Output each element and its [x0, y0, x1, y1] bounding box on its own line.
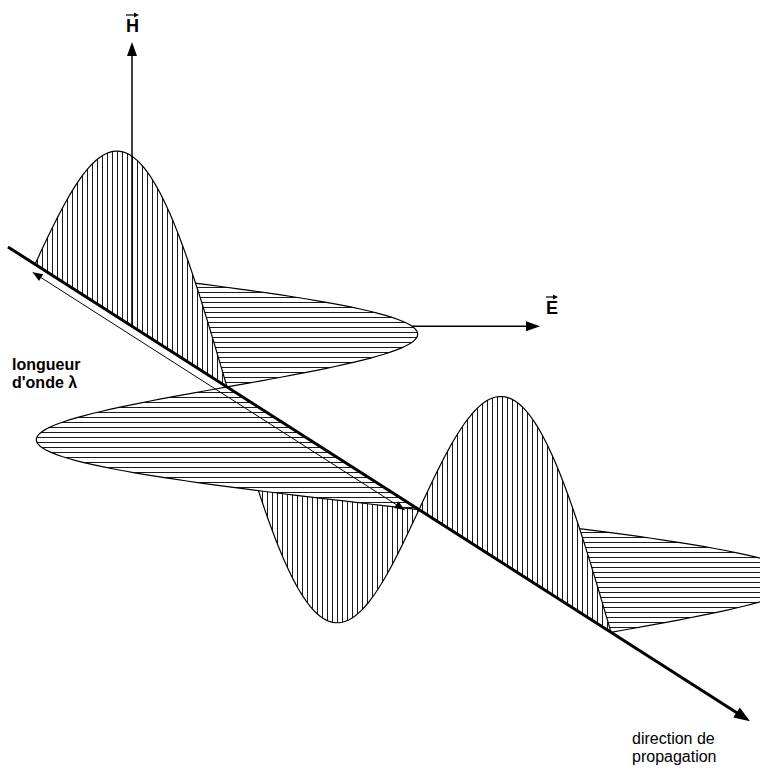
h-vector-arrowhead	[127, 42, 137, 56]
e-vector-line	[412, 325, 528, 327]
magnetic-field-lobe	[35, 151, 227, 387]
vector-overarrow	[546, 296, 554, 297]
propagation-axis	[8, 247, 738, 713]
magnetic-field-lobe	[419, 397, 611, 633]
wavelength-arrowhead	[33, 272, 44, 281]
vector-label: H	[126, 16, 139, 37]
wavelength-line	[33, 272, 405, 510]
vector-label: E	[546, 298, 558, 319]
axis-arrows	[8, 13, 750, 722]
wavelength-arrowhead	[394, 501, 405, 510]
wavelength-label: longueur d'onde λ	[12, 356, 104, 393]
propagation-arrowhead	[733, 707, 750, 721]
vector-overarrow	[126, 14, 135, 15]
propagation-label: direction de propagation	[632, 730, 750, 767]
electric-field-lobe	[36, 387, 419, 510]
wave-lobes	[35, 151, 760, 632]
e-vector-arrowhead	[526, 321, 540, 331]
h-vector-line	[131, 52, 133, 326]
